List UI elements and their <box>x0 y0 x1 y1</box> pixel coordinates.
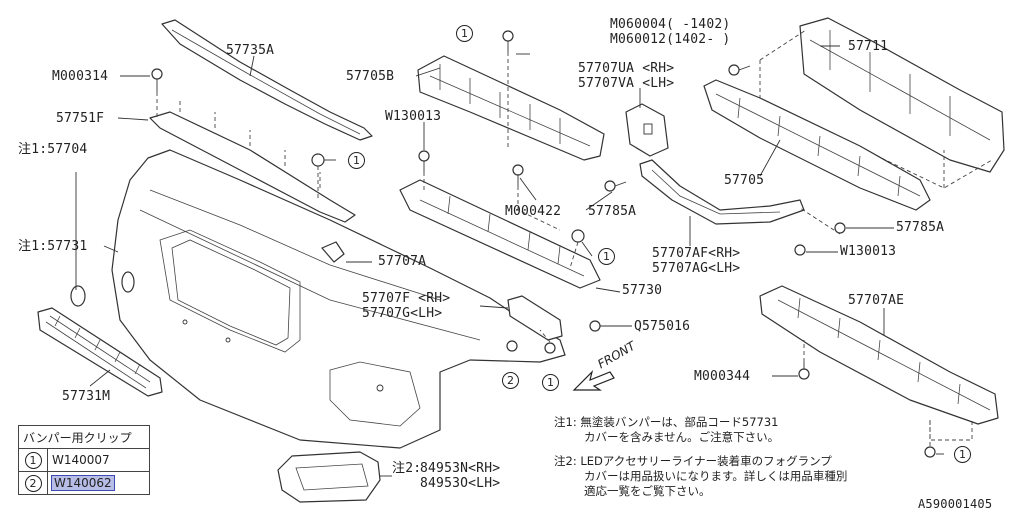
part-57704-bumper[interactable] <box>111 149 566 449</box>
legend-row-number: 1 <box>24 451 42 469</box>
part-57705-absorber[interactable] <box>703 79 931 211</box>
label-W130013-a: W130013 <box>385 109 442 124</box>
label-57730: 57730 <box>622 283 663 298</box>
fastener-Q575016[interactable] <box>589 320 601 332</box>
label-57751F: 57751F <box>56 111 105 126</box>
label-57707UA: 57707UA <RH> <box>578 61 675 76</box>
label-W130013-b: W130013 <box>840 244 897 259</box>
fastener-W130013-a[interactable] <box>418 150 430 172</box>
fastener-clip-1-top[interactable] <box>502 30 514 52</box>
legend-row-number: 2 <box>24 474 42 492</box>
label-note2-mark: 注2: <box>392 461 422 476</box>
label-57705: 57705 <box>724 173 765 188</box>
label-57707AE: 57707AE <box>848 293 905 308</box>
front-arrow-icon <box>572 370 615 391</box>
label-M000344: M000344 <box>694 369 751 384</box>
part-57707F-stay[interactable] <box>507 295 563 341</box>
label-57707G: 57707G<LH> <box>362 306 443 321</box>
legend-header: バンパー用クリップ <box>18 425 150 449</box>
fastener-M000422[interactable] <box>512 164 524 186</box>
label-M060012: M060012(1402- ) <box>610 32 731 47</box>
fastener-W130013-b[interactable] <box>794 244 806 256</box>
fastener-clip-2[interactable] <box>506 340 518 352</box>
label-57707AG: 57707AG<LH> <box>652 261 741 276</box>
diagram-code: A590001405 <box>918 497 993 511</box>
part-57707AF-bracket[interactable] <box>639 159 805 225</box>
clip-ref-1-top: 1 <box>456 25 473 42</box>
label-57731M: 57731M <box>62 389 111 404</box>
label-57785A-a: 57785A <box>588 204 637 219</box>
legend-header-row: バンパー用クリップ <box>18 425 150 449</box>
legend-row[interactable]: 1 W140007 <box>18 448 150 472</box>
label-M000422: M000422 <box>505 204 562 219</box>
label-84953N: 84953N<RH> <box>420 461 501 476</box>
label-57707A: 57707A <box>378 254 427 269</box>
legend-clip-code-W140007[interactable]: W140007 <box>52 453 110 467</box>
label-57704: 注1:57704 <box>18 142 88 157</box>
label-84953O: 84953O<LH> <box>420 476 501 491</box>
label-Q575016: Q575016 <box>634 319 691 334</box>
leader-lines <box>75 45 944 477</box>
label-57785A-b: 57785A <box>896 220 945 235</box>
assembly-guides <box>156 52 931 446</box>
note-2-line-2: カバーは用品扱いになります。詳しくは用品車種別 <box>584 469 848 483</box>
fastener-clip-1-bottom[interactable] <box>924 446 936 458</box>
fastener-M060004[interactable] <box>728 64 751 76</box>
fastener-clip-1-mid[interactable] <box>311 153 325 167</box>
fastener-clip-1-low[interactable] <box>544 342 556 354</box>
label-57707F: 57707F <RH> <box>362 291 451 306</box>
fastener-M000344[interactable] <box>798 362 810 380</box>
clip-ref-2: 2 <box>502 372 519 389</box>
label-57707AF: 57707AF<RH> <box>652 246 741 261</box>
part-57707A-clip[interactable] <box>321 241 345 263</box>
part-57707AE-stiffener[interactable] <box>759 285 999 425</box>
part-57711-beam[interactable] <box>799 17 1005 173</box>
stiffener-dash-frame <box>929 420 973 441</box>
note-2-line-3: 適応一覧をご覧下さい。 <box>584 484 711 498</box>
label-57705B: 57705B <box>346 69 395 84</box>
label-57731: 注1:57731 <box>18 239 88 254</box>
clip-ref-1-low: 1 <box>542 374 559 391</box>
part-57707UA-bracket[interactable] <box>625 103 669 157</box>
note-1-line-2: カバーを含みません。ご注意下さい。 <box>584 430 780 444</box>
part-57730[interactable] <box>399 179 601 289</box>
fastener-57785A-a[interactable] <box>604 180 627 192</box>
fastener-M000314[interactable] <box>151 68 163 92</box>
part-57735A[interactable] <box>161 19 373 141</box>
note-2-line-1: 注2: LEDアクセサリーライナー装着車のフォグランプ <box>554 454 832 468</box>
part-57731-cover[interactable] <box>70 271 135 307</box>
note-1-line-1: 注1: 無塗装バンパーは、部品コード57731 <box>554 415 779 429</box>
clip-ref-1-bottom: 1 <box>954 446 971 463</box>
part-57731M-lower-grille[interactable] <box>37 307 163 397</box>
front-direction-indicator: FRONT <box>570 339 662 398</box>
label-57735A: 57735A <box>226 43 275 58</box>
bumper-clip-legend: バンパー用クリップ 1 W140007 2 W140062 <box>18 425 150 495</box>
label-57707VA: 57707VA <LH> <box>578 76 675 91</box>
label-57711: 57711 <box>848 39 889 54</box>
part-57751F[interactable] <box>149 100 356 223</box>
legend-row-selected[interactable]: 2 W140062 <box>18 471 150 495</box>
clip-ref-1-right: 1 <box>598 248 615 265</box>
label-M000314: M000314 <box>52 69 109 84</box>
fastener-57785A-b[interactable] <box>834 222 846 234</box>
fastener-clip-1-right[interactable] <box>571 229 585 243</box>
part-57705B[interactable] <box>417 55 605 161</box>
legend-clip-code-W140062[interactable]: W140062 <box>51 475 115 491</box>
label-M060004: M060004( -1402) <box>610 17 731 32</box>
clip-ref-1-mid: 1 <box>348 152 365 169</box>
part-84953N-fog-cover[interactable] <box>277 451 381 503</box>
